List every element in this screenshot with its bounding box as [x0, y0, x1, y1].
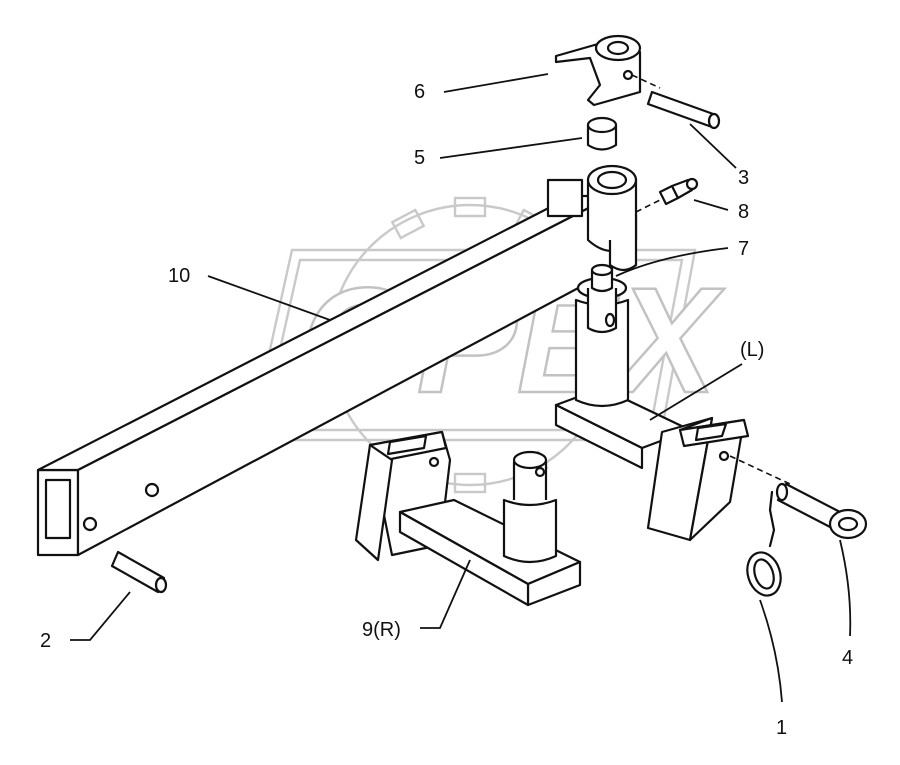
callout-9r: 9(R) — [362, 619, 401, 641]
bracket-r-socket-front — [354, 443, 394, 562]
bracket-r-spindle — [502, 498, 558, 564]
part-1-clip — [746, 490, 782, 597]
arm-pivot-tube — [546, 164, 638, 272]
bracket-l-plate-front — [554, 403, 644, 470]
arm-end-face — [36, 468, 80, 557]
leader-6 — [443, 73, 549, 93]
clip-leg — [768, 490, 776, 548]
part-8-grease-nipple — [635, 177, 699, 213]
leader-l — [649, 363, 743, 421]
pin-4-ring-hole — [837, 516, 859, 532]
part-3-pin — [631, 74, 721, 130]
spindle-neck — [586, 288, 618, 334]
leader-5 — [439, 137, 583, 159]
part-8-axis-line — [635, 199, 661, 213]
leader-9r — [420, 559, 471, 629]
bracket-r-spindle-hole — [534, 466, 546, 478]
pivot-lug — [608, 215, 638, 272]
pin-2-end — [154, 576, 168, 594]
part-l-bracket — [554, 386, 750, 542]
pivot-tube-top — [586, 164, 638, 196]
pin-4-head — [775, 482, 789, 502]
clip-ring-inner — [753, 558, 775, 590]
callout-10: 10 — [168, 265, 190, 287]
part-3-axis-line — [631, 74, 661, 89]
part-4-axis-line — [729, 455, 791, 485]
clamp-top — [594, 34, 642, 62]
arm-stop-block — [546, 178, 584, 218]
leader-10 — [207, 275, 331, 321]
callout-7: 7 — [738, 238, 749, 260]
bracket-r-socket-hole — [386, 434, 428, 456]
arm-end-hole — [44, 478, 72, 540]
pin-4-ring — [828, 508, 868, 540]
spindle-hole — [604, 312, 616, 328]
part-4-pin — [729, 455, 868, 540]
bracket-l-socket-hole — [694, 422, 728, 442]
bushing-top — [586, 116, 618, 134]
callout-4: 4 — [842, 647, 853, 669]
leader-3 — [689, 123, 737, 169]
callout-6: 6 — [414, 81, 425, 103]
clamp-bore — [606, 40, 630, 56]
bracket-r-pin-hole — [428, 456, 440, 468]
bracket-l-pin-hole — [718, 450, 730, 462]
bracket-r-spindle-face — [512, 450, 548, 470]
leader-2 — [70, 591, 131, 641]
part-6-clamp — [554, 34, 642, 107]
callout-5: 5 — [414, 147, 425, 169]
arm-hole-2 — [82, 516, 98, 532]
callout-l: (L) — [740, 339, 764, 361]
leader-1 — [759, 599, 783, 703]
bracket-r-base-front — [398, 510, 530, 607]
leader-7 — [615, 247, 729, 277]
arm-hole-1 — [144, 482, 160, 498]
clip-ring — [746, 551, 782, 597]
callout-1: 1 — [776, 717, 787, 739]
callout-8: 8 — [738, 201, 749, 223]
pin-3-body — [646, 90, 718, 129]
part-2-pin — [110, 550, 168, 594]
callout-2: 2 — [40, 630, 51, 652]
part-7-spindle — [574, 263, 630, 408]
pin-3-end — [707, 112, 721, 130]
leader-4 — [839, 539, 852, 637]
spindle-top-face — [590, 263, 614, 277]
part-9r-bracket — [354, 430, 582, 607]
part-5-bushing — [586, 116, 618, 151]
callout-3: 3 — [738, 167, 749, 189]
nipple-ball — [685, 177, 699, 191]
pivot-tube-bore — [596, 170, 628, 190]
callout-labels: 6 5 3 8 7 10 (L) 2 9(R) 4 1 — [40, 81, 853, 739]
leader-lines — [70, 73, 852, 703]
leader-8 — [693, 199, 729, 211]
